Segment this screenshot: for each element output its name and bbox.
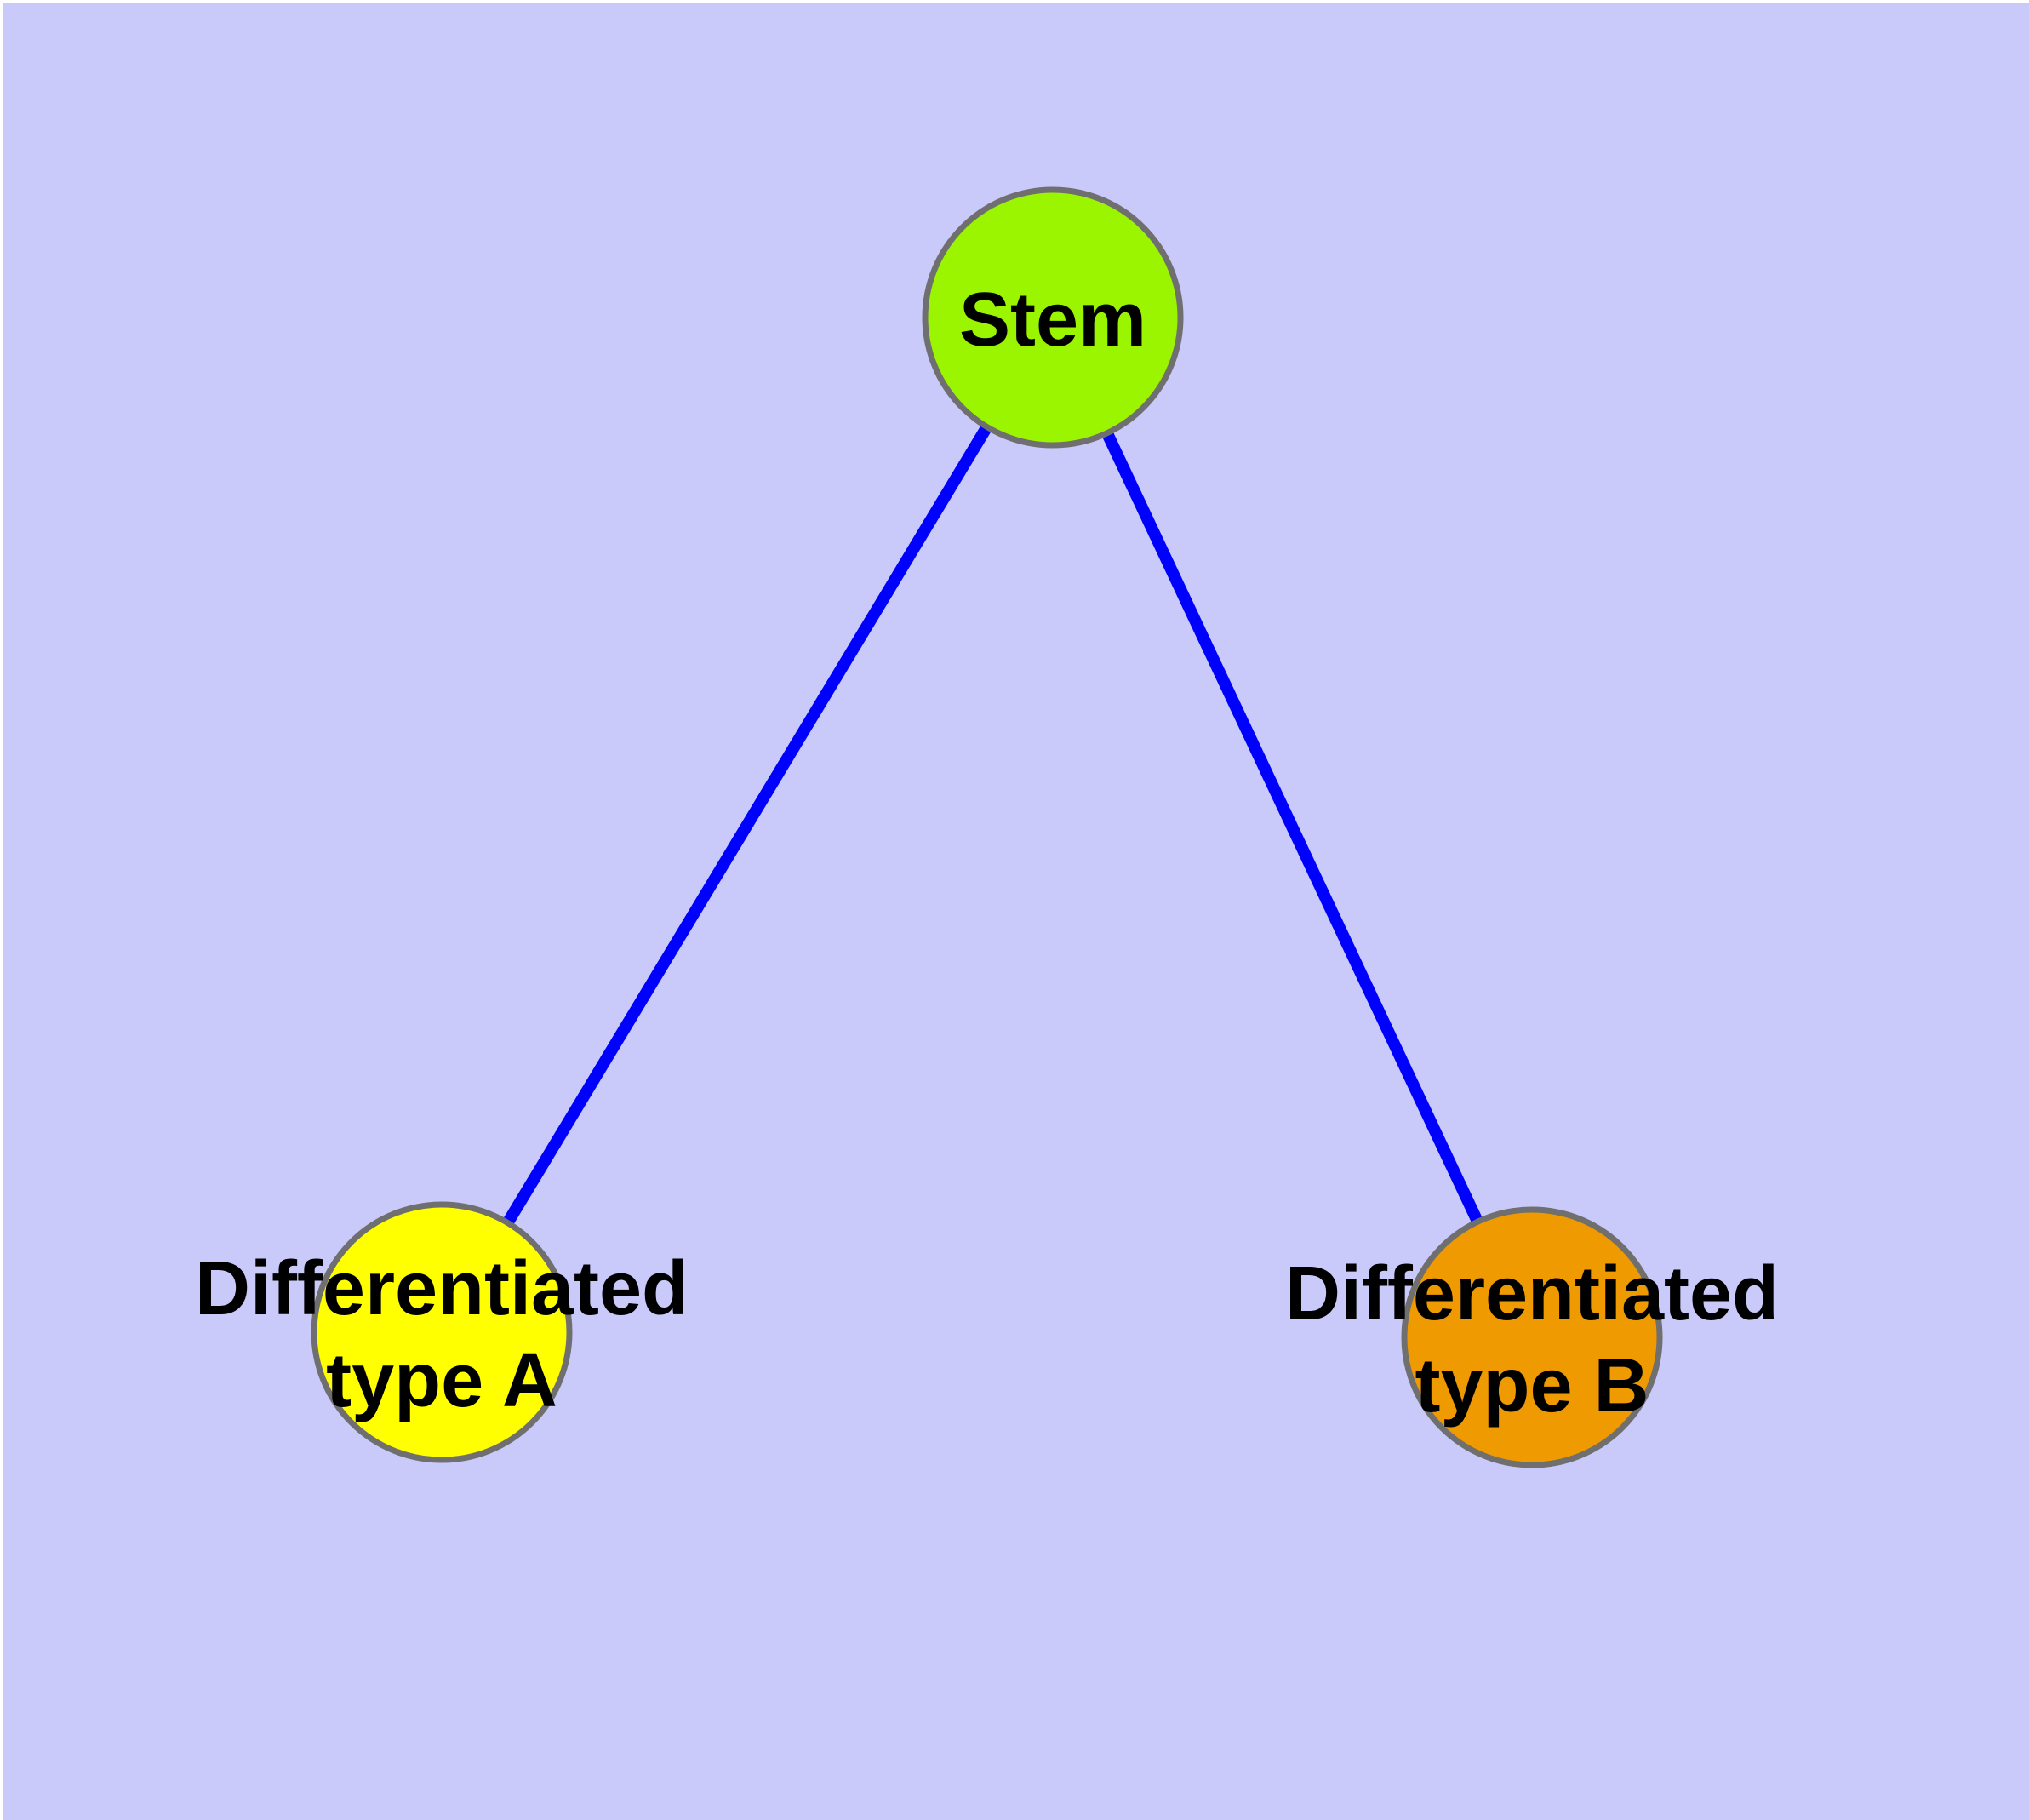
edge-stem-to-type-a	[502, 423, 992, 1227]
node-type-a-circle	[311, 1201, 573, 1463]
node-type-b-circle	[1401, 1206, 1663, 1468]
node-type-b-label-line2: type B	[1415, 1343, 1649, 1428]
edge-stem-to-type-b	[1101, 430, 1483, 1225]
node-stem-label: Stem	[959, 278, 1146, 363]
node-type-a-label-line1: Differentiated	[195, 1246, 689, 1331]
node-type-a-label-line2: type A	[326, 1338, 557, 1423]
node-stem-circle	[922, 186, 1184, 449]
node-type-b-label-line1: Differentiated	[1285, 1251, 1779, 1336]
